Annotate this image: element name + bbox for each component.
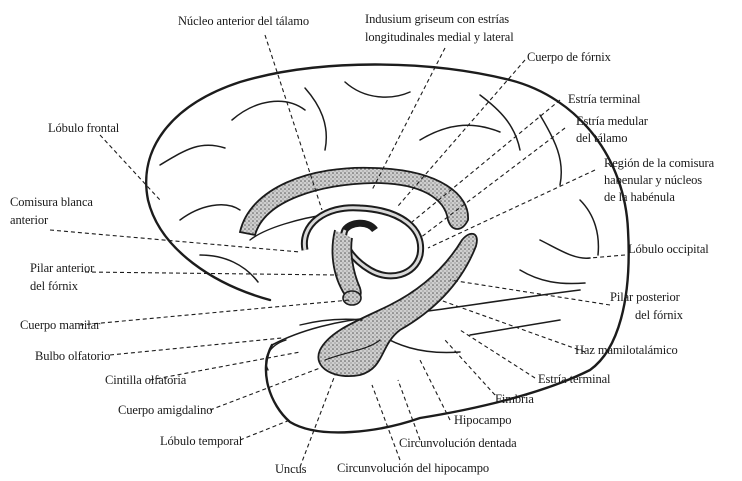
label-cintilla-olfatoria: Cintilla olfatoria xyxy=(105,373,186,388)
label-estria-medular-2: del tálamo xyxy=(576,131,627,146)
label-comisura-1: Comisura blanca xyxy=(10,195,93,210)
label-pilar-anterior-2: del fórnix xyxy=(30,279,78,294)
label-bulbo-olfatorio: Bulbo olfatorio xyxy=(35,349,110,364)
mammillary-body xyxy=(343,291,361,305)
label-region-2: habenular y núcleos xyxy=(604,173,702,188)
label-lobulo-temporal: Lóbulo temporal xyxy=(160,434,242,449)
label-nucleo-anterior: Núcleo anterior del tálamo xyxy=(178,14,309,29)
label-lobulo-occipital: Lóbulo occipital xyxy=(628,242,709,257)
label-cuerpo-amigdalino: Cuerpo amigdalino xyxy=(118,403,212,418)
label-fimbria: Fimbria xyxy=(495,392,534,407)
label-pilar-posterior-2: del fórnix xyxy=(635,308,683,323)
label-region-1: Región de la comisura xyxy=(604,156,714,171)
label-haz-mamilotalamico: Haz mamilotalámico xyxy=(575,343,678,358)
fornix-pillar xyxy=(332,230,360,300)
label-pilar-anterior-1: Pilar anterior xyxy=(30,261,94,276)
label-lobulo-frontal: Lóbulo frontal xyxy=(48,121,119,136)
label-hipocampo: Hipocampo xyxy=(454,413,511,428)
label-circ-hipocampo: Circunvolución del hipocampo xyxy=(337,461,489,476)
label-estria-medular-1: Estría medular xyxy=(576,114,648,129)
label-cuerpo-fornix: Cuerpo de fórnix xyxy=(527,50,611,65)
label-indusium-2: longitudinales medial y lateral xyxy=(365,30,514,45)
label-indusium-1: Indusium griseum con estrías xyxy=(365,12,509,27)
label-circ-dentada: Circunvolución dentada xyxy=(399,436,517,451)
label-comisura-2: anterior xyxy=(10,213,48,228)
label-uncus: Uncus xyxy=(275,462,306,477)
label-region-3: de la habénula xyxy=(604,190,675,205)
label-pilar-posterior-1: Pilar posterior xyxy=(610,290,680,305)
label-estria-terminal-top: Estría terminal xyxy=(568,92,640,107)
label-estria-terminal-bottom: Estría terminal xyxy=(538,372,610,387)
label-cuerpo-mamilar: Cuerpo mamilar xyxy=(20,318,100,333)
